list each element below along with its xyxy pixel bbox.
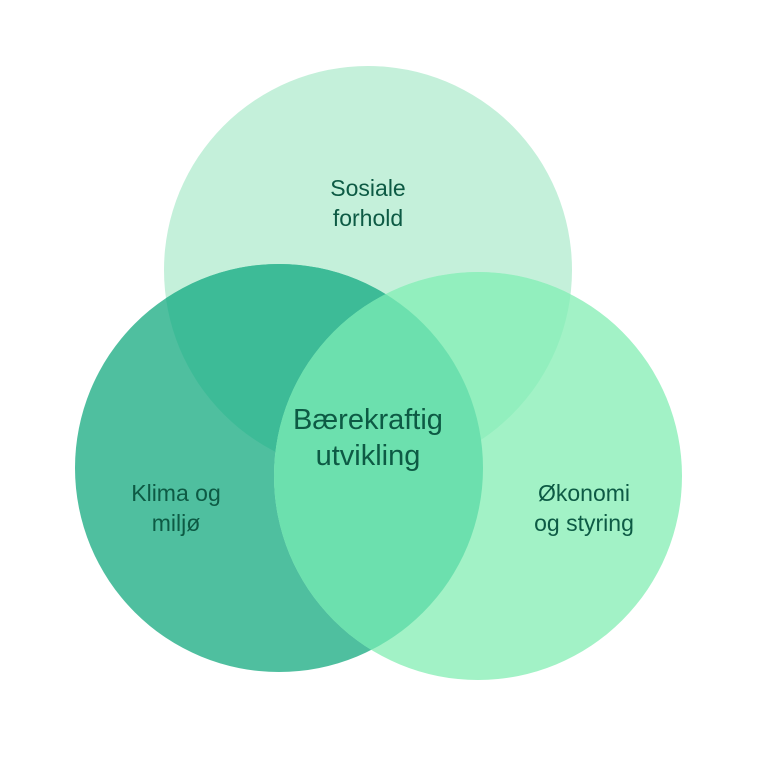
label-klima-og-miljo-line1: Klima og [131, 480, 221, 506]
label-klima-og-miljo: Klima og miljø [76, 479, 276, 539]
label-okonomi-og-styring-line2: og styring [534, 509, 634, 536]
label-baerekraftig-utvikling: Bærekraftig utvikling [258, 402, 478, 475]
label-sosiale-forhold-line2: forhold [332, 204, 404, 231]
overlap-left-right [274, 272, 483, 672]
label-sosiale-forhold: Sosiale forhold [268, 174, 468, 234]
label-baerekraftig-utvikling-line1: Bærekraftig [293, 404, 443, 436]
label-baerekraftig-utvikling-line2: utvikling [315, 440, 421, 473]
label-okonomi-og-styring-line1: Økonomi [537, 480, 631, 506]
label-okonomi-og-styring: Økonomi og styring [484, 479, 684, 539]
label-sosiale-forhold-line1: Sosiale [330, 175, 406, 201]
label-klima-og-miljo-line2: miljø [151, 509, 201, 536]
